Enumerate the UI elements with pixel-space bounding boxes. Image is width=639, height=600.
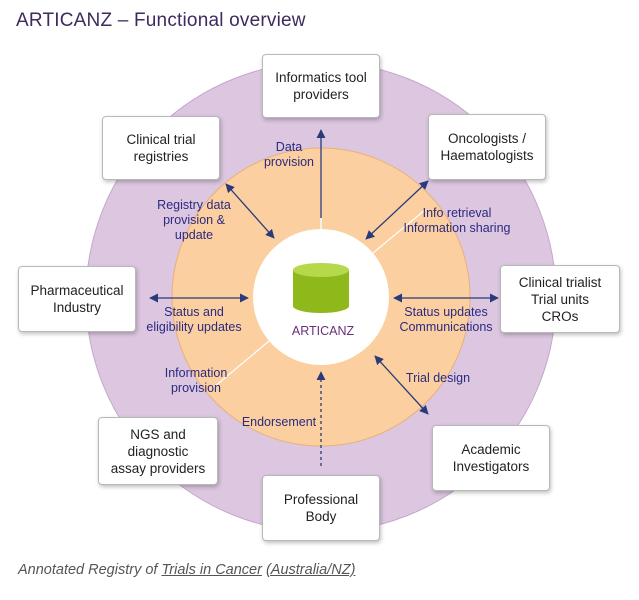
node-informatics: Informatics tool providers [262, 54, 380, 118]
label-info-retrieval: Info retrieval Information sharing [403, 206, 511, 235]
label-endorsement: Endorsement [241, 415, 317, 429]
node-professional: Professional Body [262, 475, 380, 541]
label-status-eligibility: Status and eligibility updates [146, 305, 242, 334]
arrow-info-retrieval [365, 180, 429, 240]
label-registry: Registry data provision & update [157, 198, 231, 242]
caption: Annotated Registry of Trials in Cancer (… [18, 562, 355, 578]
center-label: ARTICANZ [291, 324, 355, 338]
caption-link-region[interactable]: (Australia/NZ) [265, 562, 356, 578]
arrow-registry [225, 183, 275, 239]
node-trialist: Clinical trialist Trial units CROs [500, 265, 620, 333]
arrow-trial-design [374, 355, 429, 415]
caption-link-trials[interactable]: Trials in Cancer [161, 562, 262, 578]
label-information-provision: Information provision [164, 366, 228, 395]
label-trial-design: Trial design [405, 371, 471, 385]
label-data-provision: Data provision [263, 140, 315, 169]
caption-prefix: Annotated Registry of [18, 562, 162, 578]
label-status-comms: Status updates Communications [399, 305, 493, 334]
node-ngs: NGS and diagnostic assay providers [98, 417, 218, 485]
node-pharma: Pharmaceutical Industry [18, 266, 136, 332]
node-academic: Academic Investigators [432, 425, 550, 491]
page-title: ARTICANZ – Functional overview [16, 10, 306, 31]
node-oncologists: Oncologists / Haematologists [428, 114, 546, 180]
database-icon [293, 263, 349, 313]
node-registries: Clinical trial registries [102, 116, 220, 180]
